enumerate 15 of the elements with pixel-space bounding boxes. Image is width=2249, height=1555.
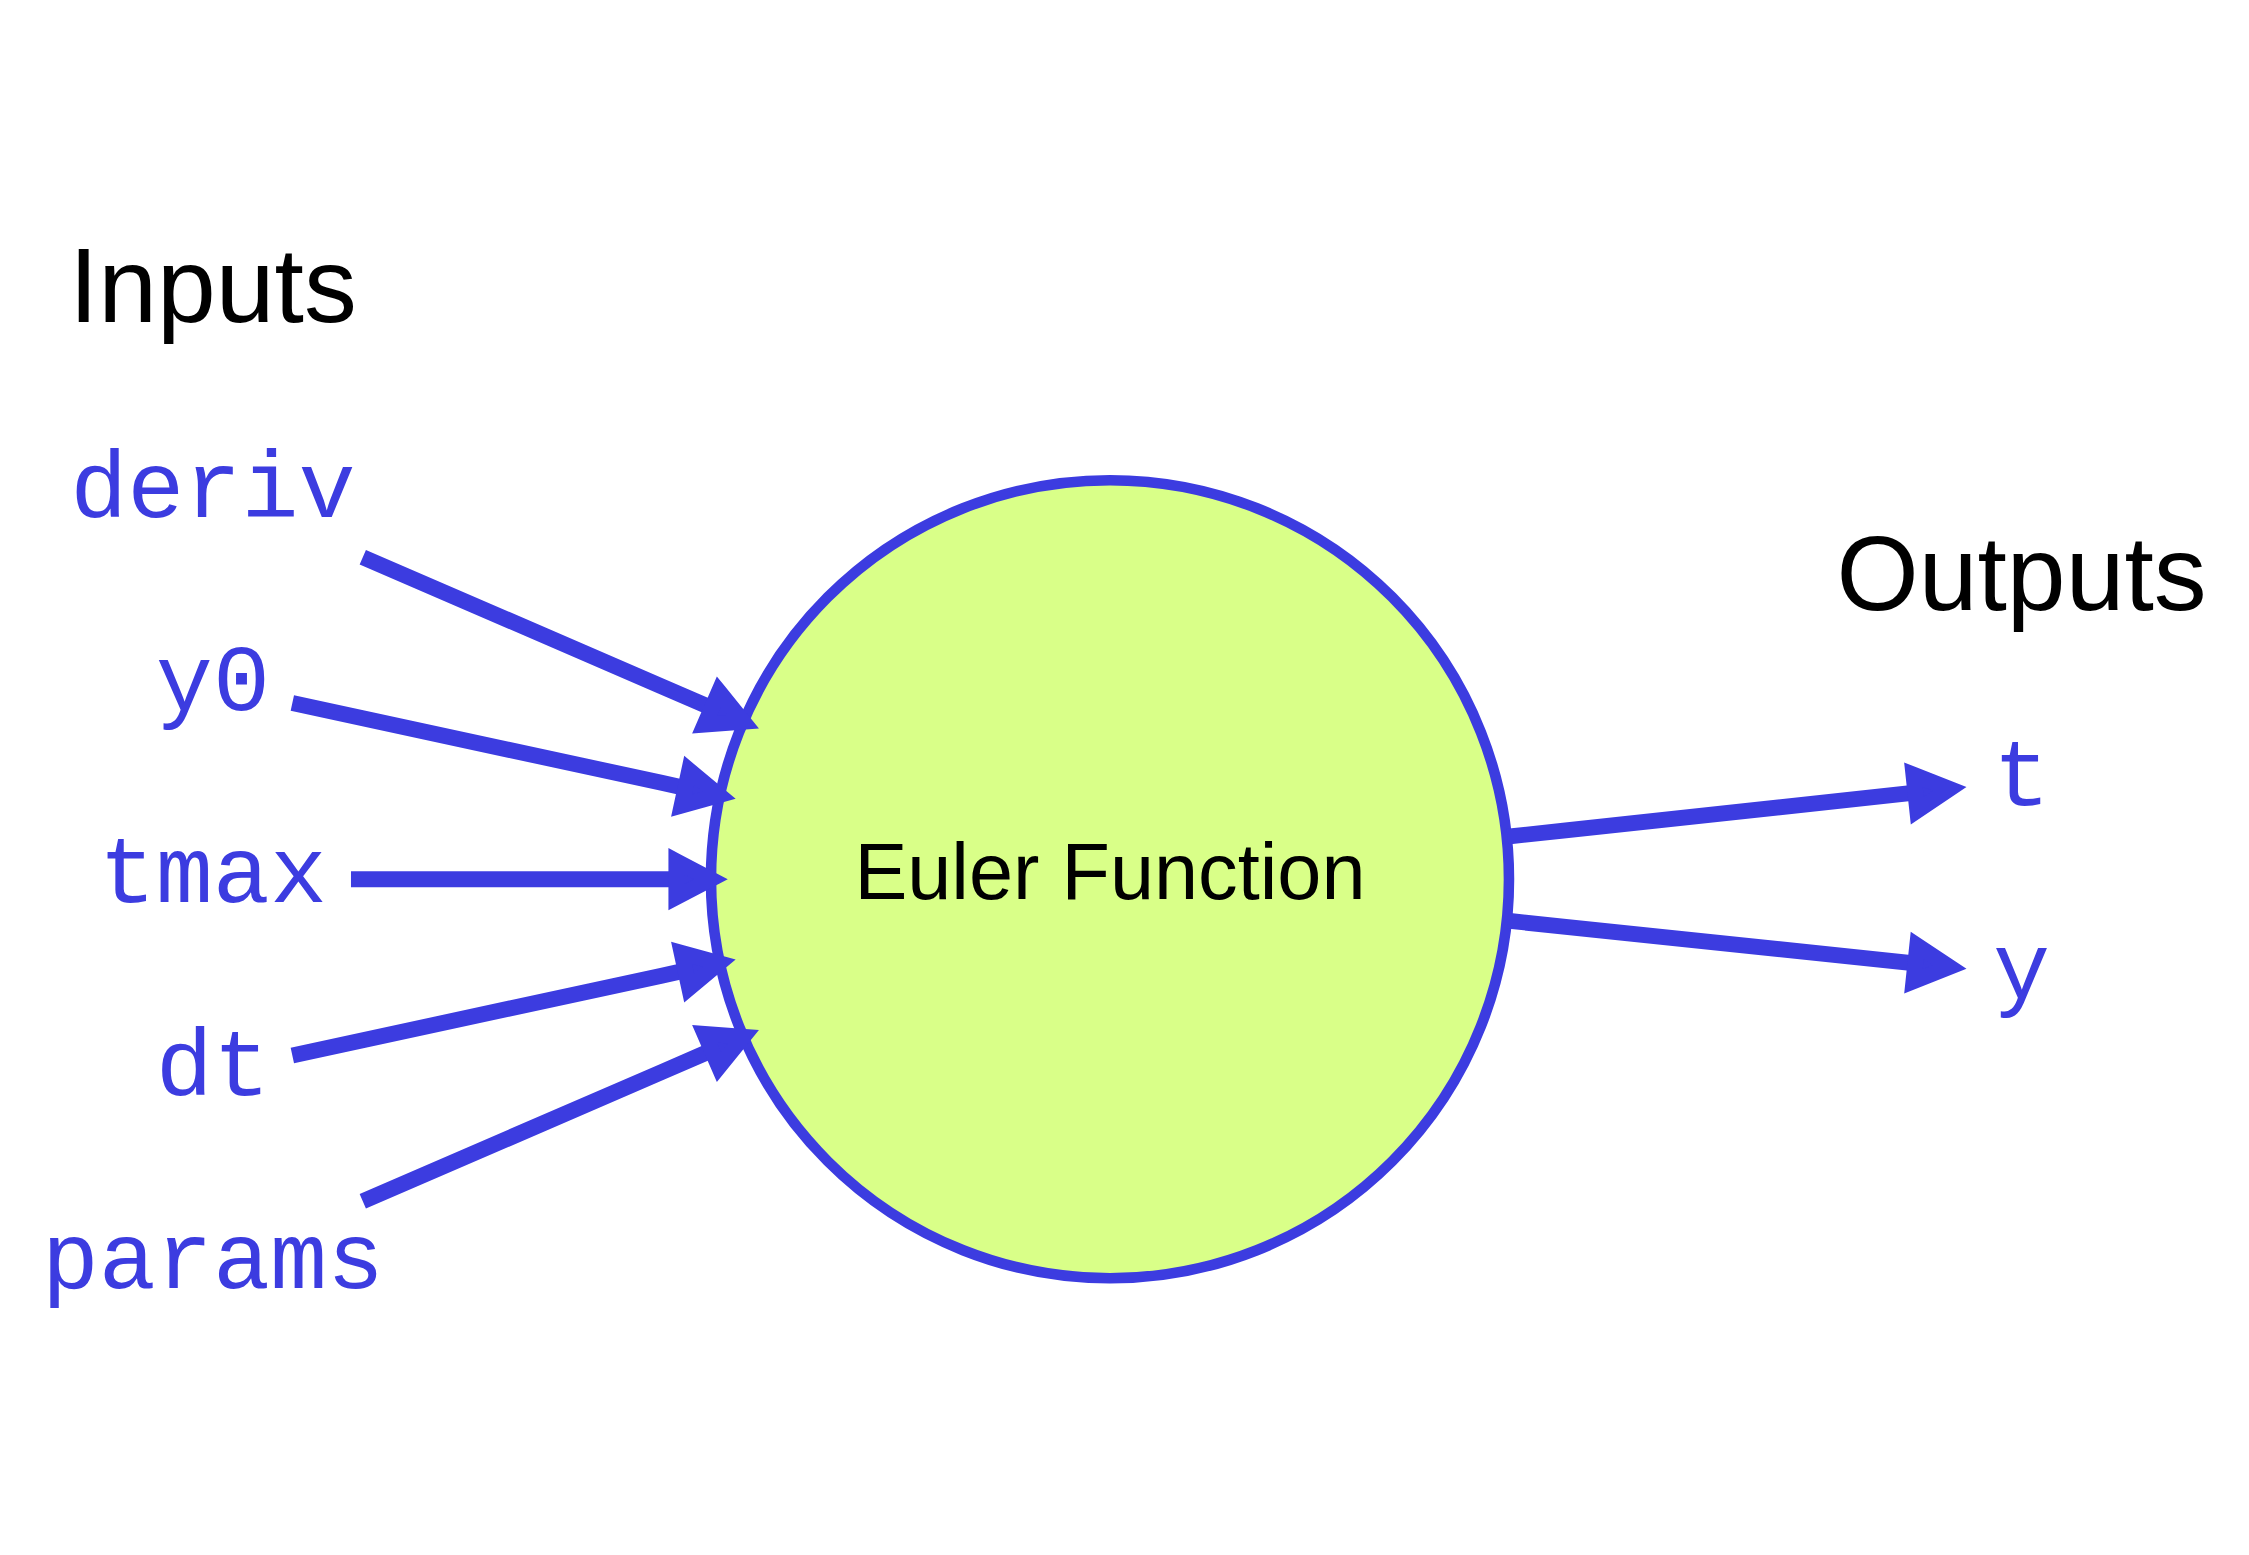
node-text: y0 (155, 630, 270, 739)
node-text: y (1993, 918, 2051, 1027)
arrow (290, 941, 736, 1064)
node-text: t (1993, 725, 2051, 834)
node-text: deriv (70, 437, 356, 546)
label: Outputs (1836, 513, 2207, 632)
arrow (359, 549, 759, 734)
node-text: dt (155, 1016, 270, 1125)
arrow (359, 1024, 759, 1209)
arrow (290, 695, 736, 817)
node-text: params (41, 1209, 385, 1318)
node-circle: Euler Function (705, 474, 1515, 1284)
node-text: tmax (98, 823, 328, 932)
label: Inputs (68, 225, 357, 344)
arrow (351, 848, 728, 911)
